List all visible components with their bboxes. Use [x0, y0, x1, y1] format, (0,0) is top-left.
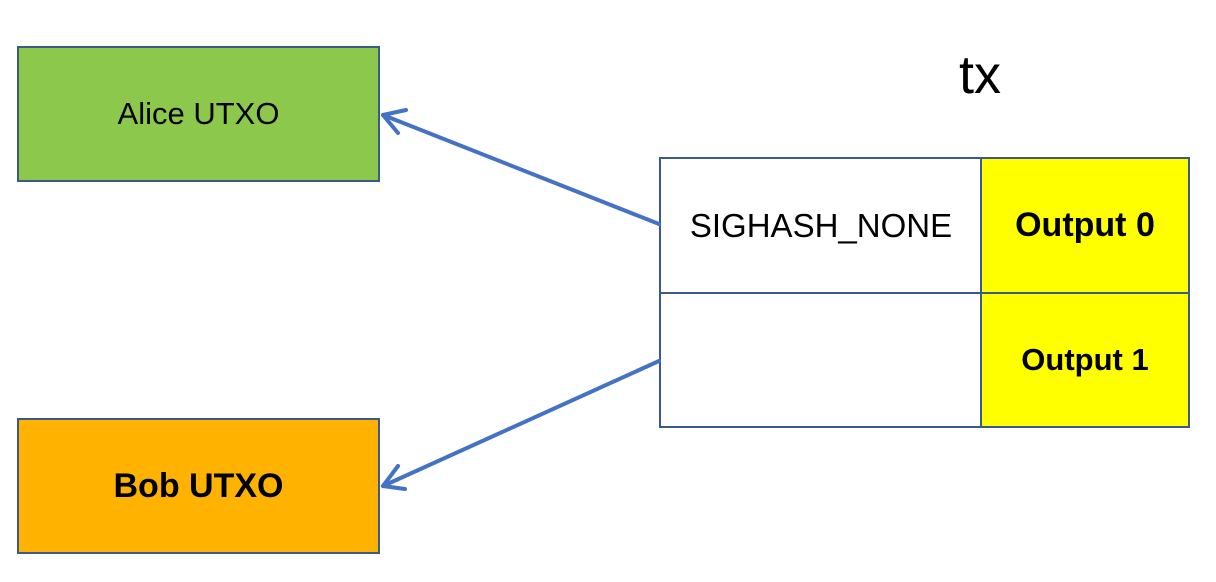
tx-title: tx [958, 45, 1001, 105]
tx-input-0-label: SIGHASH_NONE [689, 206, 953, 244]
bob-utxo-label: Bob UTXO [113, 466, 284, 505]
alice-utxo-label: Alice UTXO [117, 96, 280, 131]
tx-output-0: Output 0 [980, 157, 1190, 294]
tx-output-0-label: Output 0 [1015, 206, 1155, 244]
bob-utxo-box: Bob UTXO [17, 418, 380, 554]
arrow-input-1-to-bob [381, 359, 661, 488]
arrow-input-0-to-alice [381, 113, 661, 226]
alice-utxo-box: Alice UTXO [17, 46, 380, 182]
tx-input-1 [659, 292, 983, 428]
arrowhead-alice-icon [381, 108, 408, 135]
tx-output-1: Output 1 [980, 292, 1190, 428]
tx-output-1-label: Output 1 [1021, 342, 1149, 377]
arrowhead-bob-icon [381, 464, 407, 491]
